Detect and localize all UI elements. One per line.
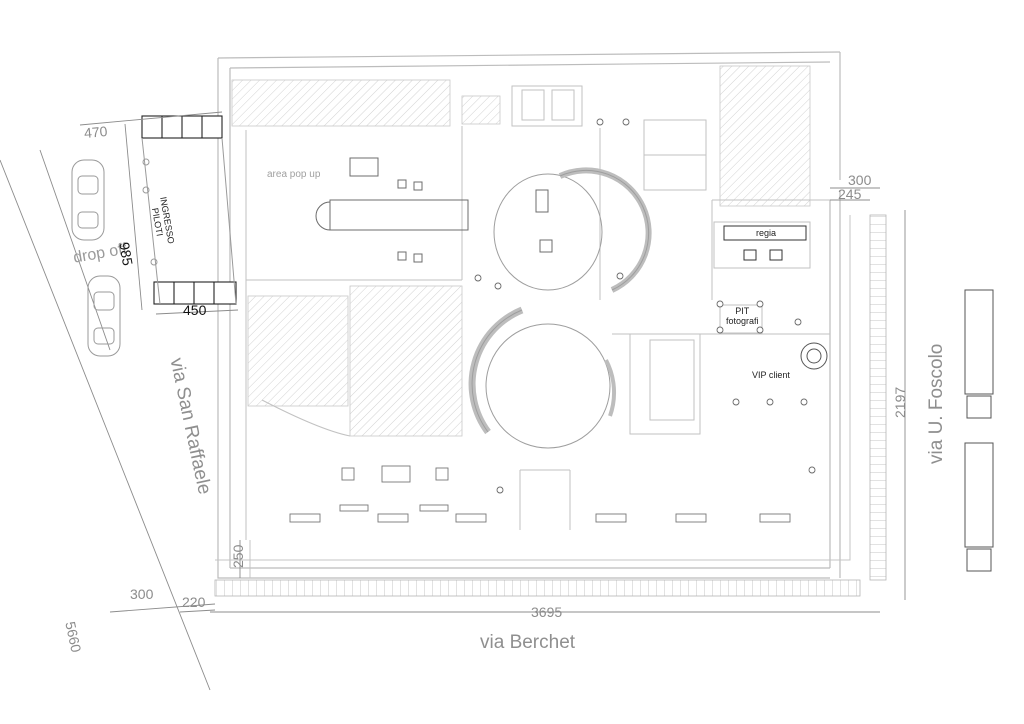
dim-300-left: 300 — [130, 586, 154, 602]
building-outline — [217, 51, 841, 579]
car-icon — [71, 159, 105, 241]
spiral-staircases — [468, 167, 652, 449]
pit-line1: PIT — [735, 306, 750, 316]
truck-icon — [964, 442, 994, 572]
vip-table — [800, 342, 828, 370]
street-east-label: via U. Foscolo — [926, 343, 947, 464]
dim-250: 250 — [230, 544, 246, 568]
dim-2197: 2197 — [892, 386, 908, 418]
truck-icon — [964, 289, 994, 419]
dim-3695: 3695 — [531, 604, 563, 620]
car-icon — [87, 275, 121, 357]
markers — [474, 118, 816, 494]
pit-line2: fotografi — [726, 316, 759, 326]
pit-label: PIT fotografi — [726, 306, 759, 326]
south-wall-details — [289, 465, 791, 523]
dim-470: 470 — [83, 123, 109, 141]
dim-220: 220 — [182, 594, 206, 610]
vip-label: VIP client — [752, 370, 790, 380]
regia-furniture — [723, 225, 807, 261]
dim-300-top: 300 — [848, 172, 872, 188]
regia-label: regia — [756, 228, 777, 238]
hatched-zones — [231, 65, 811, 437]
dim-450: 450 — [183, 302, 207, 318]
area-pop-up-label: area pop up — [267, 169, 321, 180]
dim-245: 245 — [838, 186, 862, 202]
inner-walls — [245, 85, 830, 540]
dimension-lines — [0, 111, 906, 691]
perimeter-platform — [214, 214, 887, 597]
pop-up-furniture — [315, 157, 553, 263]
entrance-barriers — [141, 115, 237, 305]
street-south-label: via Berchet — [480, 632, 576, 653]
entrance-pad — [141, 137, 237, 305]
